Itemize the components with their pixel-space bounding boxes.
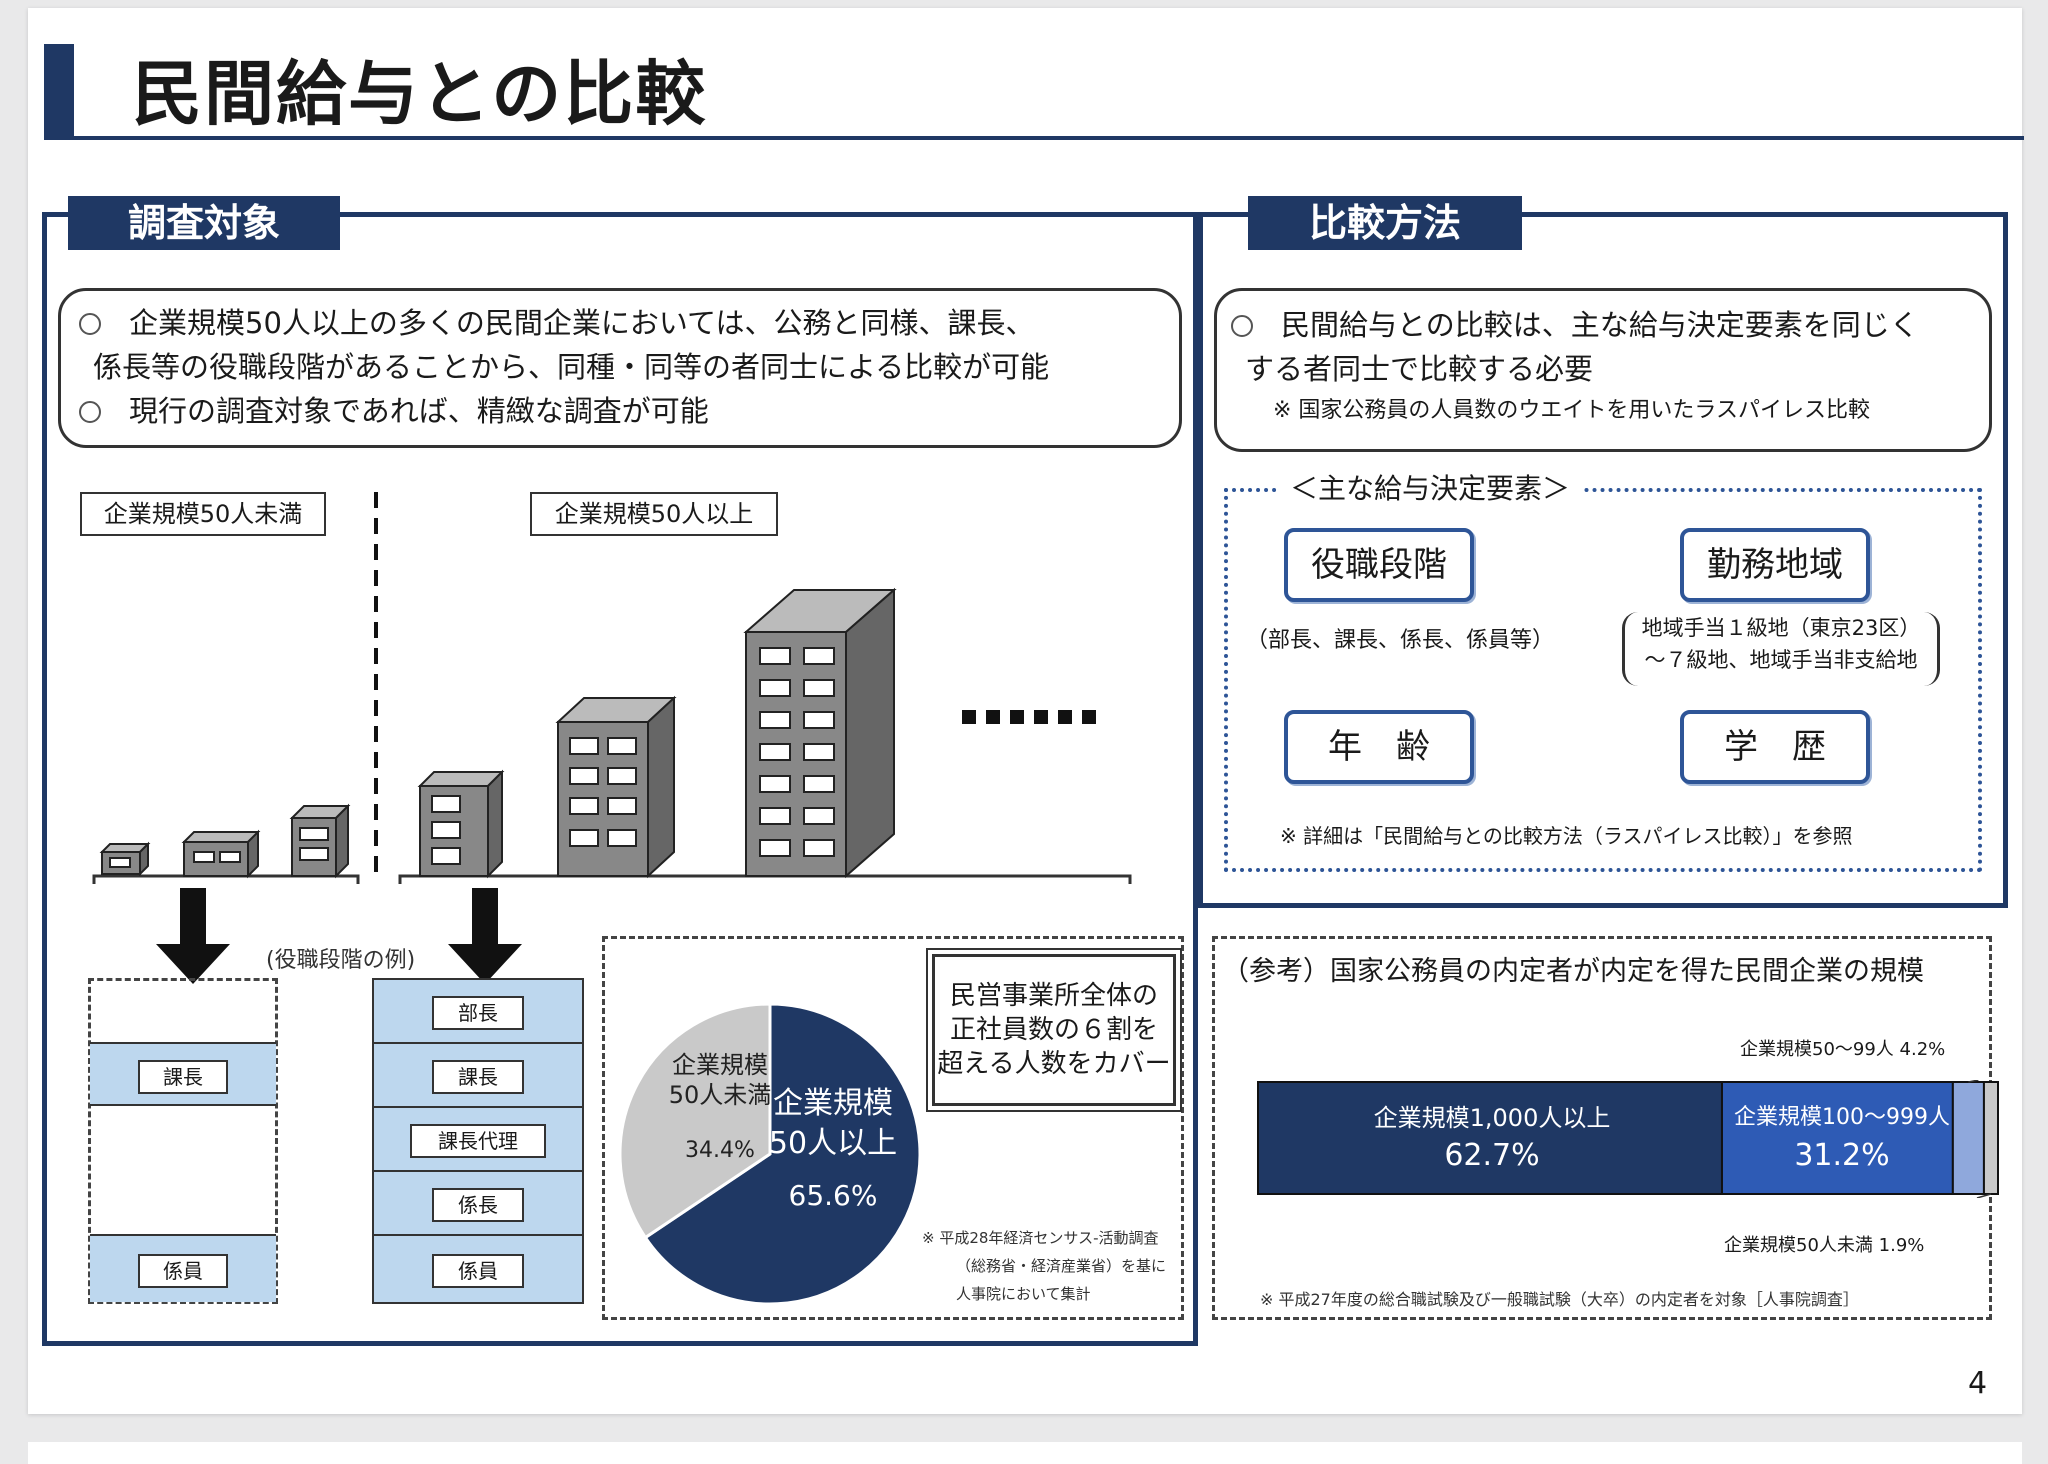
pie-label-small: 企業規模50人未満 34.4% (668, 1050, 772, 1166)
pie-note-line-3: 人事院において集計 (956, 1285, 1091, 1303)
factors-title: ＜主な給与決定要素＞ (1278, 472, 1583, 506)
slide-title: 民間給与との比較 (132, 53, 708, 135)
next-slide-edge (28, 1442, 2022, 1464)
survey-bullet-2: 現行の調査対象であれば、精緻な調査が可能 (79, 389, 1179, 433)
factor-region-detail: 地域手当１級地（東京23区） 〜７級地、地域手当非支給地 (1622, 612, 1940, 686)
label-small-companies: 企業規模50人未満 (80, 492, 326, 536)
pie-note-line-1: ※ 平成28年経済センサス-活動調査 (922, 1229, 1159, 1247)
pie-section (602, 936, 1184, 1320)
bar-segment-under50-value: 1.9% (1878, 1235, 1925, 1256)
method-bullet: 民間給与との比較は、主な給与決定要素を同じく (1231, 303, 1989, 347)
pie-note-line-2: （総務省・経済産業省）を基に (956, 1257, 1167, 1275)
bar-segment-100-999-value: 31.2% (1794, 1138, 1890, 1173)
factor-position-level: 役職段階 (1284, 528, 1474, 602)
role-bucho-large: 部長 (432, 996, 524, 1030)
roles-small-column (88, 978, 278, 1304)
label-large-companies: 企業規模50人以上 (530, 492, 778, 536)
factor-education: 学 歴 (1680, 710, 1870, 784)
role-kakariin-large: 係員 (432, 1254, 524, 1288)
pie-slice-large-label: 企業規模50人以上 (768, 1086, 898, 1161)
factors-note: ※ 詳細は「民間給与との比較方法（ラスパイレス比較）」を参照 (1280, 824, 1853, 848)
bar-seg2-text: 企業規模100〜999人 31.2% (1728, 1100, 1956, 1176)
bar-label-50-99: 企業規模50〜99人 4.2% (1740, 1038, 1945, 1062)
pie-slice-small-value: 34.4% (685, 1138, 755, 1163)
pie-slice-large-companies (643, 1002, 922, 1306)
bar-label-under-50: 企業規模50人未満 1.9% (1724, 1234, 1924, 1258)
bar-segment-2 (1951, 1081, 1985, 1195)
bar-segment-1000plus-value: 62.7% (1444, 1138, 1540, 1173)
role-divider (372, 1106, 584, 1108)
down-arrow-icon (156, 888, 230, 984)
pie-callout-line-3: 超える人数をカバー (937, 1049, 1171, 1079)
stacked-bar-chart (1257, 1080, 2000, 1198)
role-kacho-small: 課長 (138, 1060, 228, 1094)
bar-segment-under50-label: 企業規模50人未満 (1724, 1235, 1873, 1256)
factor-age: 年 齢 (1284, 710, 1474, 784)
survey-panel-header: 調査対象 (68, 196, 340, 250)
leader-line (1968, 1080, 1979, 1083)
circle-bullet-icon (1231, 315, 1253, 337)
role-kachodairi-large: 課長代理 (410, 1124, 546, 1158)
pie-slice-small-label: 企業規模50人未満 (668, 1051, 772, 1109)
pie-slice-small-companies (618, 1002, 772, 1240)
role-divider (372, 1042, 584, 1044)
factors-box (1224, 488, 1982, 872)
bar-segment-1 (1720, 1081, 1954, 1195)
leader-line (1976, 1193, 1992, 1198)
title-accent-bar (44, 44, 74, 140)
role-kakaricho-large: 係長 (432, 1188, 524, 1222)
role-divider (372, 1170, 584, 1172)
pie-callout: 民営事業所全体の 正社員数の６割を 超える人数をカバー (926, 948, 1182, 1112)
bar-segment-100-999-label: 企業規模100〜999人 (1734, 1105, 1950, 1130)
method-bullet-cont: する者同士で比較する必要 (1245, 352, 1594, 386)
reference-chart-note: ※ 平成27年度の総合職試験及び一般職試験（大卒）の内定者を対象［人事院調査］ (1260, 1290, 1859, 1309)
pie-slice-large-value: 65.6% (788, 1179, 878, 1212)
bar-segment-50-99-value: 4.2% (1899, 1039, 1946, 1060)
title-rule (74, 136, 2024, 140)
pie-callout-line-1: 民営事業所全体の (949, 981, 1158, 1011)
role-example-caption: (役職段階の例) (266, 948, 416, 973)
reference-chart-title: （参考）国家公務員の内定者が内定を得た民間企業の規模 (1222, 956, 1924, 987)
factor-position-detail: （部長、課長、係長、係員等） (1246, 628, 1555, 653)
method-panel-header: 比較方法 (1248, 196, 1522, 250)
bar-segment-3 (1982, 1081, 2000, 1195)
role-divider (372, 1234, 584, 1236)
pie-source-note: ※ 平成28年経済センサス-活動調査 （総務省・経済産業省）を基に 人事院におい… (922, 1224, 1166, 1308)
pie-chart (618, 1002, 922, 1306)
pie-label-large: 企業規模50人以上 65.6% (766, 1084, 900, 1216)
bar-segment-1000plus-label: 企業規模1,000人以上 (1373, 1104, 1611, 1132)
survey-bullet-1: 企業規模50人以上の多くの民間企業においては、公務と同様、課長、 (79, 301, 1179, 345)
method-sub-note: ※ 国家公務員の人員数のウエイトを用いたラスパイレス比較 (1273, 398, 1870, 423)
factor-region-detail-line-2: 〜７級地、地域手当非支給地 (1644, 648, 1918, 672)
survey-bullet-1-cont: 係長等の役職段階があることから、同種・同等の者同士による比較が可能 (93, 350, 1050, 384)
factor-region-detail-line-1: 地域手当１級地（東京23区） (1641, 616, 1921, 640)
role-kacho-large: 課長 (432, 1060, 524, 1094)
method-bullets-box: 民間給与との比較は、主な給与決定要素を同じく する者同士で比較する必要 ※ 国家… (1214, 288, 1992, 452)
circle-bullet-icon (79, 313, 101, 335)
page-number: 4 (1968, 1366, 1988, 1401)
bar-segment-50-99-label: 企業規模50〜99人 (1740, 1039, 1894, 1060)
bar-seg1-text: 企業規模1,000人以上 62.7% (1260, 1100, 1724, 1176)
slide: 民間給与との比較 調査対象 企業規模50人以上の多くの民間企業においては、公務と… (28, 8, 2024, 1414)
bar-segment-0 (1257, 1081, 1723, 1195)
factor-work-region: 勤務地域 (1680, 528, 1870, 602)
pie-callout-line-2: 正社員数の６割を (949, 1015, 1158, 1045)
role-kakariin-small: 係員 (138, 1254, 228, 1288)
circle-bullet-icon (79, 401, 101, 423)
down-arrow-icon (448, 888, 522, 984)
survey-bullets-box: 企業規模50人以上の多くの民間企業においては、公務と同様、課長、 係長等の役職段… (58, 288, 1182, 448)
company-buildings-illustration (92, 492, 1132, 884)
